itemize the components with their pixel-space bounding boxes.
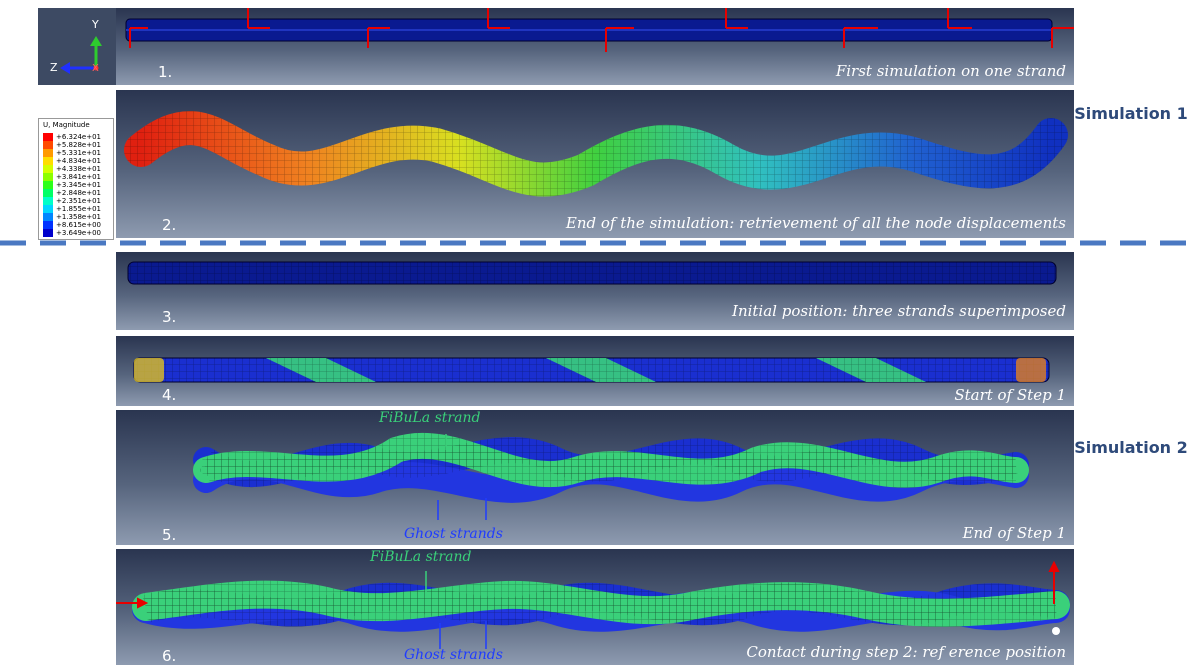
side-label-simulation-2: Simulation 2	[1074, 438, 1188, 457]
legend-label: +1.855e+01	[56, 205, 101, 213]
legend-swatch	[43, 157, 53, 165]
legend-entry: +4.834e+01	[43, 157, 101, 165]
panel-2: 2. End of the simulation: retrievement o…	[116, 90, 1074, 238]
twisted-strands-start-figure	[133, 357, 1050, 383]
legend-entry: +8.615e+00	[43, 221, 101, 229]
legend-label: +3.841e+01	[56, 173, 101, 181]
legend-label: +4.338e+01	[56, 165, 101, 173]
panel-5: FiBuLa strand Ghost strands 5. End of St…	[116, 410, 1074, 545]
legend-entry: +2.351e+01	[43, 197, 101, 205]
legend-entry: +5.828e+01	[43, 141, 101, 149]
legend-swatch	[43, 197, 53, 205]
panel-1: Y Z X 1. First simulation on one strand	[38, 8, 1074, 85]
legend-label: +4.834e+01	[56, 157, 101, 165]
dashed-separator	[0, 240, 1191, 246]
panel-number: 4.	[162, 386, 177, 404]
legend-entry: +6.324e+01	[43, 133, 101, 141]
legend-entry: +5.331e+01	[43, 149, 101, 157]
legend-label: +2.848e+01	[56, 189, 101, 197]
panel-number: 6.	[162, 647, 177, 665]
side-label-simulation-1: Simulation 1	[1074, 104, 1188, 123]
legend-title: U, Magnitude	[43, 121, 90, 129]
displacement-legend: U, Magnitude +6.324e+01+5.828e+01+5.331e…	[38, 118, 114, 240]
legend-label: +3.345e+01	[56, 181, 101, 189]
legend-swatch	[43, 205, 53, 213]
legend-label: +8.615e+00	[56, 221, 101, 229]
legend-swatch	[43, 141, 53, 149]
legend-swatch	[43, 165, 53, 173]
panel-6: FiBuLa strand Ghost strands 6. Contact d…	[116, 549, 1074, 665]
legend-entry: +3.649e+00	[43, 229, 101, 237]
legend-swatch	[43, 189, 53, 197]
legend-swatch	[43, 181, 53, 189]
legend-swatch	[43, 213, 53, 221]
fibula-strand-label: FiBuLa strand	[370, 549, 472, 565]
ghost-strands-label: Ghost strands	[404, 647, 503, 663]
single-strand-figure	[60, 8, 1074, 74]
twisted-strands-end-figure	[193, 432, 1029, 520]
legend-label: +5.331e+01	[56, 149, 101, 157]
axis-label-y: Y	[92, 18, 99, 31]
axis-label-z: Z	[50, 61, 58, 74]
panel-number: 2.	[162, 216, 177, 234]
panel-caption: First simulation on one strand	[835, 62, 1066, 80]
legend-label: +3.649e+00	[56, 229, 101, 237]
panel-caption: Start of Step 1	[954, 386, 1066, 404]
panel-number: 5.	[162, 526, 177, 544]
panel-4: 4. Start of Step 1	[116, 336, 1074, 406]
legend-swatch	[43, 173, 53, 181]
legend-swatch	[43, 221, 53, 229]
legend-entry: +4.338e+01	[43, 165, 101, 173]
panel-number: 1.	[158, 63, 173, 81]
deformed-strand-figure	[124, 111, 1068, 197]
legend-swatch	[43, 133, 53, 141]
legend-entry: +1.855e+01	[43, 205, 101, 213]
legend-label: +2.351e+01	[56, 197, 101, 205]
legend-swatch	[43, 149, 53, 157]
legend-entry: +1.358e+01	[43, 213, 101, 221]
legend-entry: +2.848e+01	[43, 189, 101, 197]
legend-label: +1.358e+01	[56, 213, 101, 221]
panel-caption: Initial position: three strands superimp…	[732, 302, 1066, 320]
panel-number: 3.	[162, 308, 177, 326]
ghost-strands-label: Ghost strands	[404, 526, 503, 542]
legend-entry: +3.841e+01	[43, 173, 101, 181]
superimposed-strands-figure	[127, 261, 1057, 285]
legend-label: +6.324e+01	[56, 133, 101, 141]
panel-caption: End of Step 1	[962, 524, 1066, 542]
contact-strands-figure	[116, 560, 1070, 649]
legend-label: +5.828e+01	[56, 141, 101, 149]
panel-3: 3. Initial position: three strands super…	[116, 252, 1074, 330]
axes-triad	[38, 8, 116, 85]
panel-caption: End of the simulation: retrievement of a…	[565, 214, 1066, 232]
axis-label-x: X	[92, 63, 99, 74]
panel-caption: Contact during step 2: ref erence positi…	[746, 643, 1066, 661]
legend-swatch	[43, 229, 53, 237]
fibula-strand-label: FiBuLa strand	[379, 410, 481, 426]
legend-entry: +3.345e+01	[43, 181, 101, 189]
